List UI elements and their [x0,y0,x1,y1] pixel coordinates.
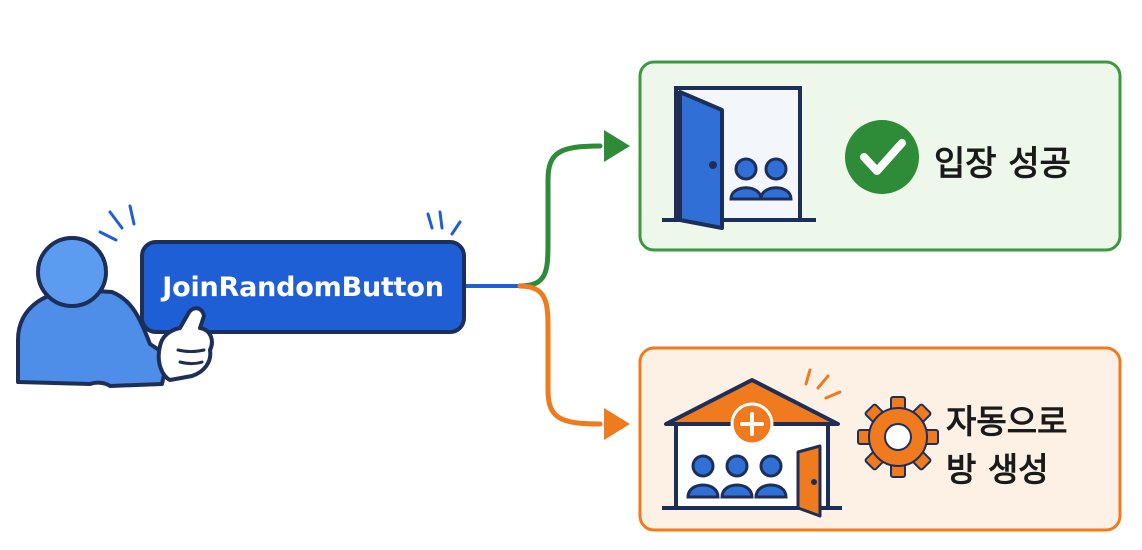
success-connector [517,143,603,289]
pointing-hand-icon [156,306,214,382]
auto-create-label-line1: 자동으로 [946,402,1068,441]
auto-create-label: 자동으로 방 생성 [946,398,1116,498]
house-plus-icon [662,368,842,518]
person-icon [16,236,170,388]
check-circle-icon [845,120,919,194]
auto-create-label-line2: 방 생성 [946,450,1049,489]
open-door-icon [662,86,816,230]
tap-sparks [98,204,462,242]
gear-icon [857,396,939,478]
auto-arrowhead [604,408,630,440]
success-arrowhead [604,130,630,162]
success-label: 입장 성공 [934,143,1071,184]
join-random-button[interactable] [140,240,466,334]
auto-connector [517,283,603,427]
